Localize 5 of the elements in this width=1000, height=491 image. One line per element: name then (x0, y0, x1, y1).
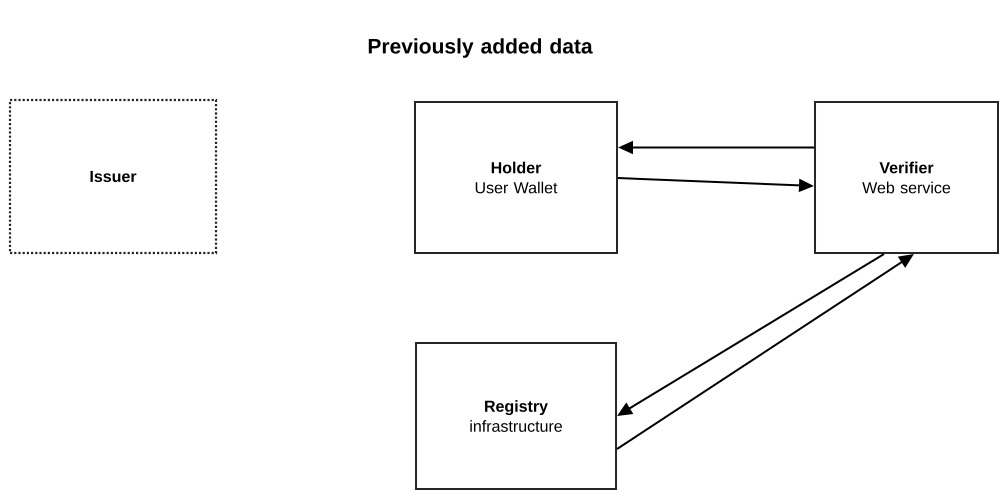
process-box: Verifier Web service (814, 101, 999, 254)
dotted-box: Issuer (8, 98, 218, 254)
process-box: Holder User Wallet (414, 101, 618, 254)
title: Previously added data (368, 38, 593, 58)
process-box: Registry infrastructure (415, 342, 617, 490)
